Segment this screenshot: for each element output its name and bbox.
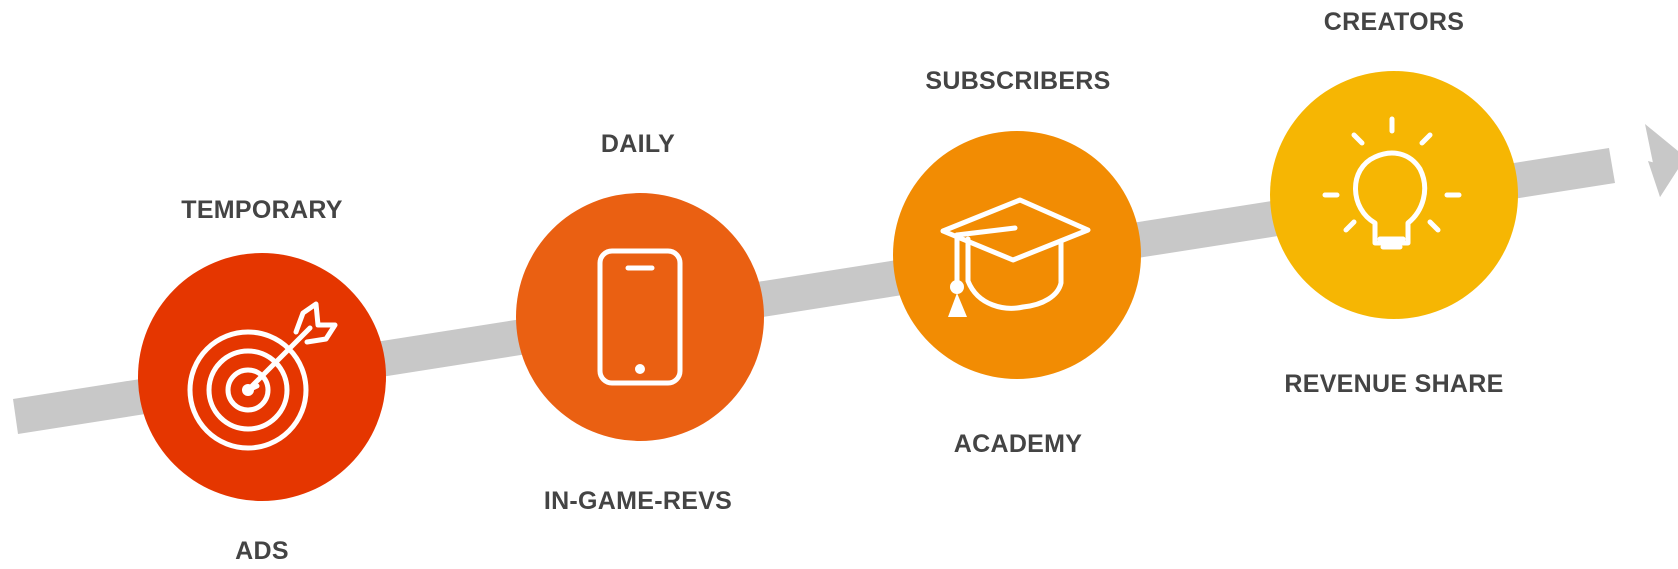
step-4-circle xyxy=(1270,71,1518,319)
step-1-top-label: TEMPORARY xyxy=(181,196,343,224)
step-3-circle xyxy=(893,131,1141,379)
step-1-circle xyxy=(138,253,386,501)
step-3-top-label: SUBSCRIBERS xyxy=(925,67,1111,95)
graduation-cap-icon xyxy=(940,197,1091,317)
step-3-bottom-label: ACADEMY xyxy=(953,430,1083,458)
arrowhead-tip xyxy=(1645,124,1678,197)
arrow-shaft xyxy=(13,148,1615,434)
smartphone-icon xyxy=(597,248,683,386)
step-1-bottom-label: ADS xyxy=(235,537,289,565)
step-2-bottom-label: IN-GAME-REVS xyxy=(543,487,733,515)
step-4-bottom-label: REVENUE SHARE xyxy=(1284,370,1504,398)
lightbulb-icon xyxy=(1322,116,1462,250)
step-2-circle xyxy=(516,193,764,441)
step-2-top-label: DAILY xyxy=(600,130,676,158)
step-4-top-label: CREATORS xyxy=(1323,8,1465,36)
target-icon xyxy=(187,301,338,451)
